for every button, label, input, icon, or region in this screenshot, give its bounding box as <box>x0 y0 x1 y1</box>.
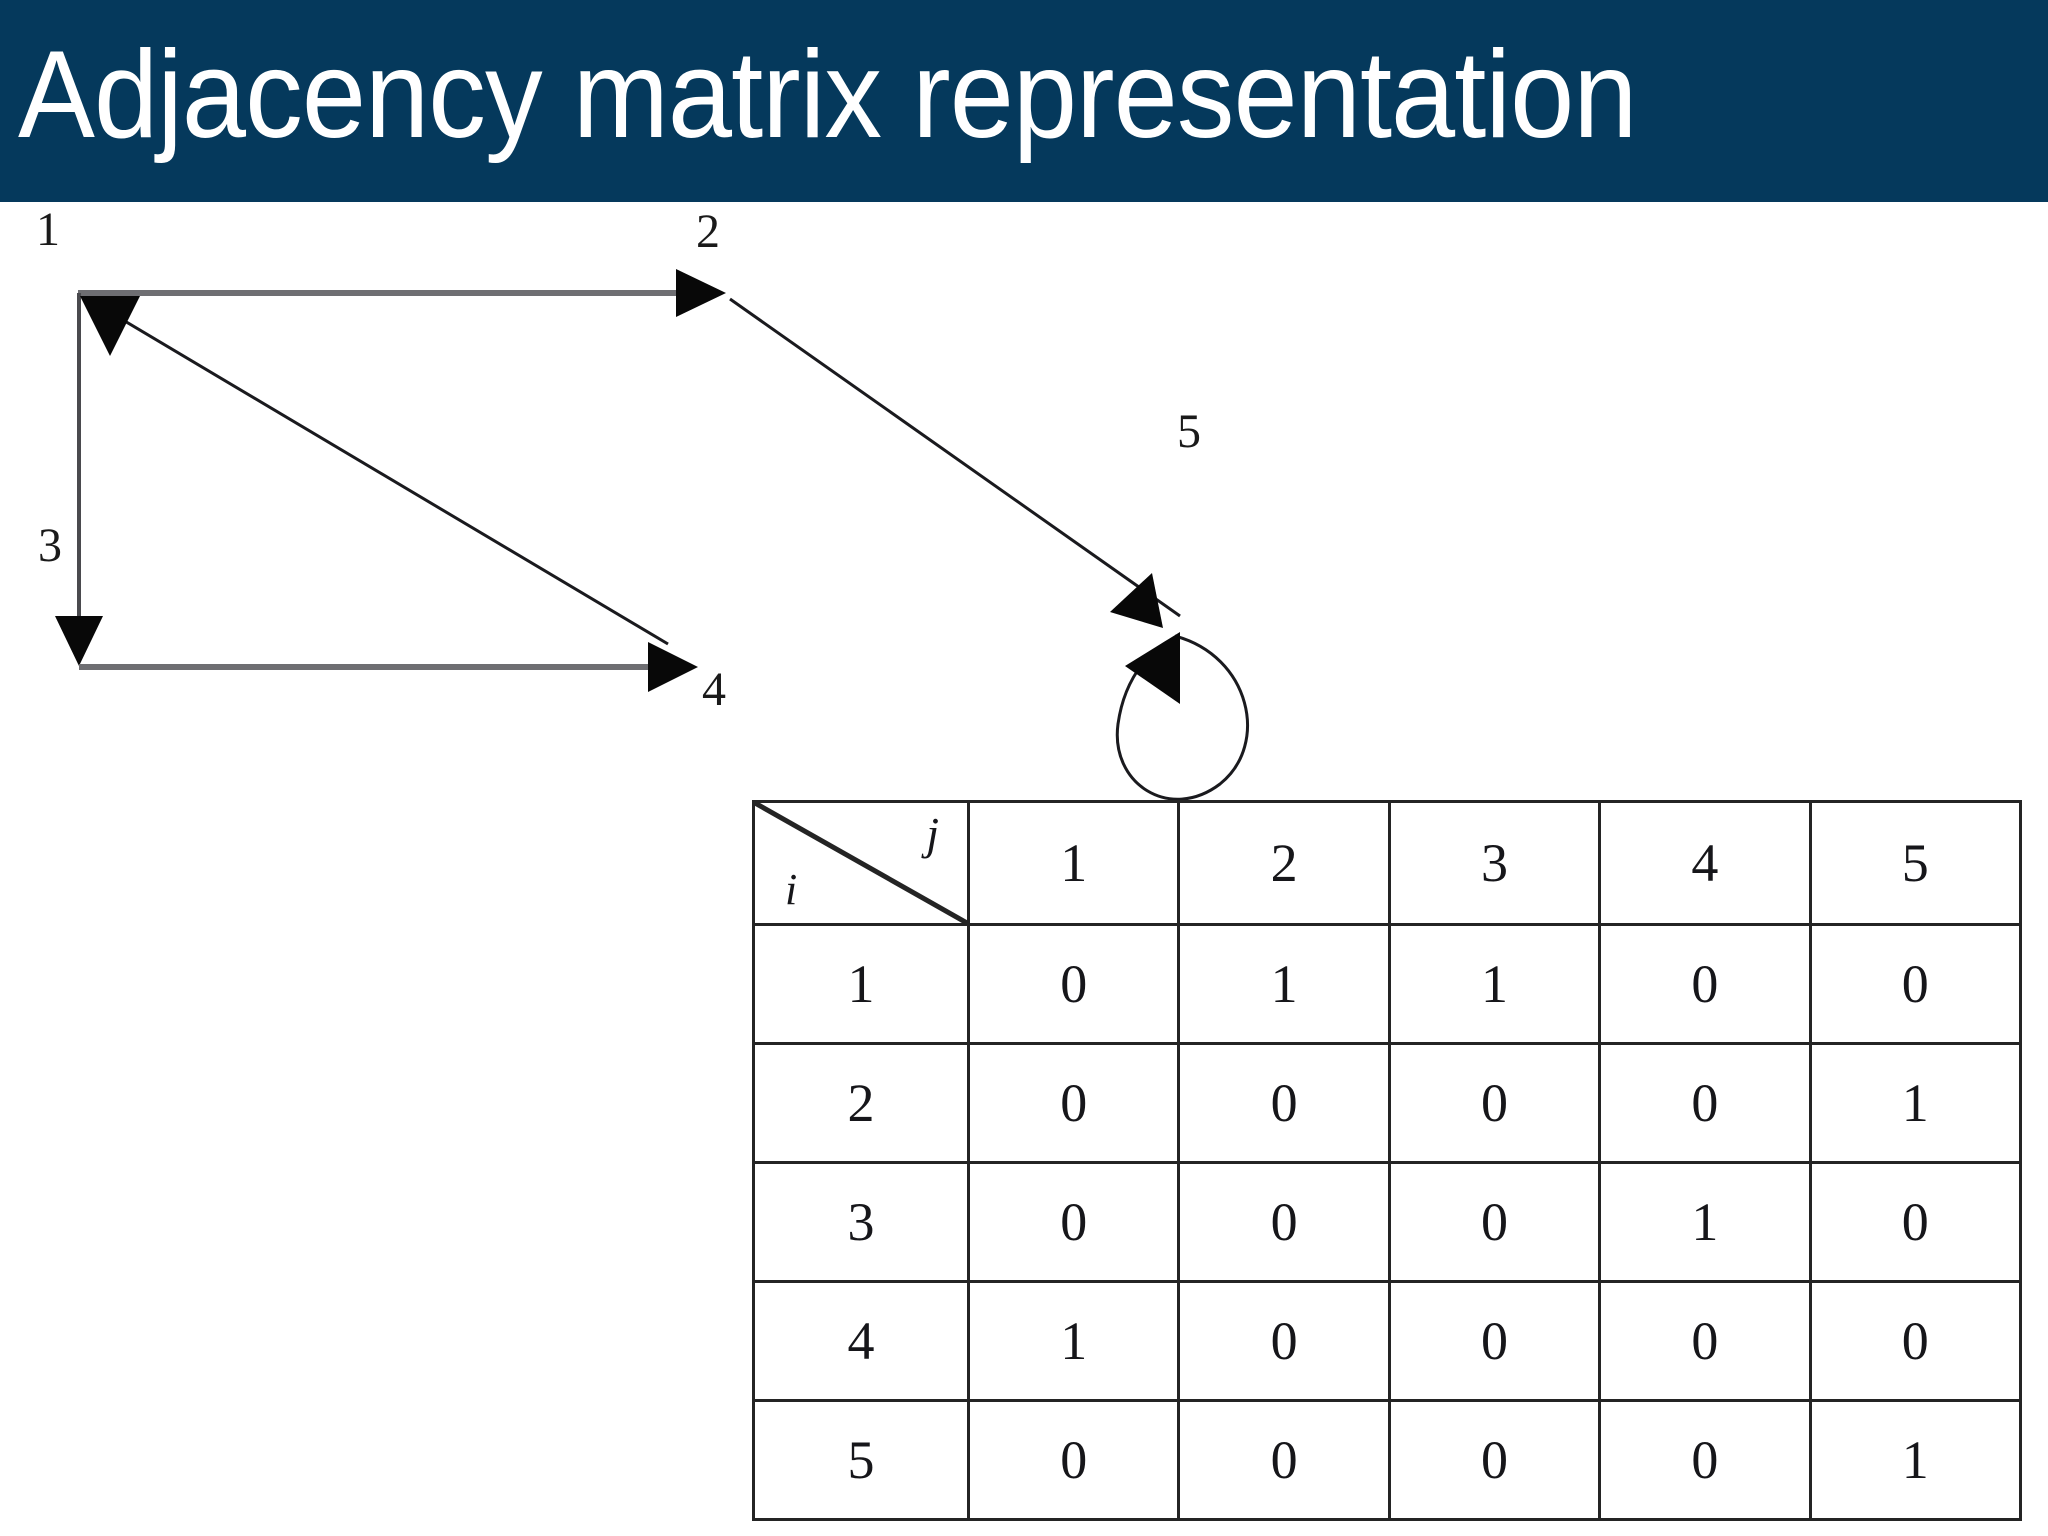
arrowhead-at-node-5 <box>1110 573 1163 628</box>
matrix-row-header-1: 1 <box>752 923 970 1045</box>
matrix-cell-3-2: 0 <box>1177 1161 1391 1283</box>
edge-4-to-1 <box>95 302 669 646</box>
matrix-cell-3-1: 0 <box>966 1161 1181 1283</box>
graph-node-5-label: 5 <box>1177 405 1201 458</box>
matrix-cell-5-4: 0 <box>1598 1399 1812 1521</box>
matrix-column-header-5: 5 <box>1808 800 2023 926</box>
matrix-cell-2-1: 0 <box>966 1042 1181 1164</box>
graph-diagram: 1 2 3 4 5 <box>0 204 1450 804</box>
arrowhead-at-node-2 <box>676 269 726 317</box>
matrix-row-header-2: 2 <box>752 1042 970 1164</box>
matrix-cell-1-4: 0 <box>1598 923 1812 1045</box>
matrix-cell-1-1: 0 <box>966 923 1181 1045</box>
edge-2-to-5 <box>729 297 1181 618</box>
matrix-cell-4-2: 0 <box>1177 1280 1391 1402</box>
matrix-cell-3-5: 0 <box>1808 1161 2023 1283</box>
matrix-cell-1-5: 0 <box>1808 923 2023 1045</box>
matrix-cell-2-4: 0 <box>1598 1042 1812 1164</box>
matrix-row-index-symbol: i <box>785 865 798 914</box>
matrix-cell-5-3: 0 <box>1387 1399 1602 1521</box>
slide-title-bar: Adjacency matrix representation <box>0 0 2048 202</box>
matrix-cell-4-5: 0 <box>1808 1280 2023 1402</box>
graph-node-3-label: 3 <box>38 519 62 572</box>
matrix-cell-2-5: 1 <box>1808 1042 2023 1164</box>
matrix-cell-3-4: 1 <box>1598 1161 1812 1283</box>
matrix-col-index-symbol: j <box>926 808 939 859</box>
graph-edges-svg <box>55 269 1250 801</box>
matrix-cell-2-3: 0 <box>1387 1042 1602 1164</box>
matrix-column-header-3: 3 <box>1387 800 1602 926</box>
matrix-cell-4-4: 0 <box>1598 1280 1812 1402</box>
matrix-cell-1-3: 1 <box>1387 923 1602 1045</box>
matrix-cell-4-3: 0 <box>1387 1280 1602 1402</box>
corner-diagonal-line <box>755 803 967 923</box>
matrix-column-header-4: 4 <box>1598 800 1812 926</box>
page-title: Adjacency matrix representation <box>18 26 1637 164</box>
graph-node-4-label: 4 <box>702 663 726 716</box>
matrix-column-header-1: 1 <box>966 800 1181 926</box>
matrix-cell-1-2: 1 <box>1177 923 1391 1045</box>
matrix-cell-4-1: 1 <box>966 1280 1181 1402</box>
arrowhead-at-node-3 <box>55 616 103 666</box>
graph-node-1-label: 1 <box>36 203 60 256</box>
arrowhead-self-loop-node-5 <box>1125 632 1180 704</box>
matrix-cell-5-5: 1 <box>1808 1399 2023 1521</box>
matrix-row-header-4: 4 <box>752 1280 970 1402</box>
matrix-row-header-5: 5 <box>752 1399 970 1521</box>
matrix-cell-2-2: 0 <box>1177 1042 1391 1164</box>
matrix-column-header-2: 2 <box>1177 800 1391 926</box>
matrix-row-header-3: 3 <box>752 1161 970 1283</box>
self-loop-edge-5-to-5 <box>1115 634 1250 801</box>
matrix-cell-3-3: 0 <box>1387 1161 1602 1283</box>
arrowhead-at-node-4 <box>648 642 698 692</box>
graph-node-2-label: 2 <box>696 205 720 258</box>
arrowhead-at-node-1 <box>80 296 140 356</box>
matrix-cell-5-2: 0 <box>1177 1399 1391 1521</box>
matrix-cell-5-1: 0 <box>966 1399 1181 1521</box>
